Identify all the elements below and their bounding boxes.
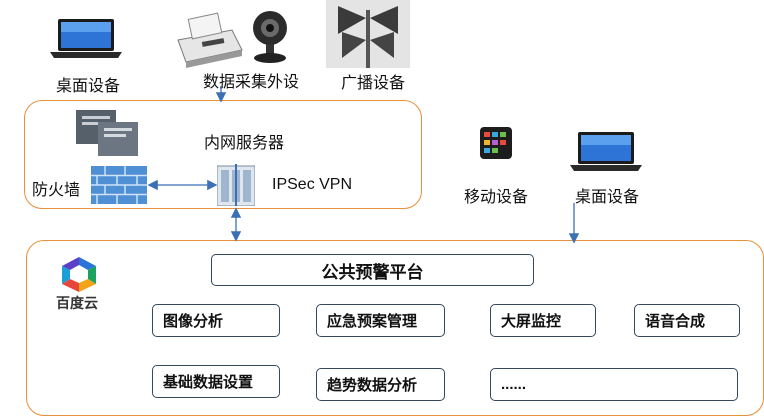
laptop-icon xyxy=(570,132,642,171)
module-label: 趋势数据分析 xyxy=(327,377,418,394)
broadcast-device-label: 广播设备 xyxy=(341,75,406,92)
module-image-analysis: 图像分析 xyxy=(152,304,280,337)
module-label: 语音合成 xyxy=(645,313,706,330)
scanner-icon xyxy=(177,12,243,68)
module-more: ...... xyxy=(490,368,738,401)
desktop-device-label-right: 桌面设备 xyxy=(575,189,640,206)
module-base-data-settings: 基础数据设置 xyxy=(152,365,280,398)
loudspeaker-icon xyxy=(326,0,410,68)
module-label: 应急预案管理 xyxy=(327,313,418,330)
module-speech-synthesis: 语音合成 xyxy=(634,304,740,337)
vpn-device-icon xyxy=(217,164,255,206)
tablet-icon xyxy=(480,127,512,159)
baidu-cloud-logo-text: 百度云 xyxy=(56,295,98,311)
ipsec-vpn-label: IPSec VPN xyxy=(272,176,353,193)
module-label: 图像分析 xyxy=(163,313,224,330)
baidu-cloud-logo xyxy=(62,257,96,292)
firewall-icon xyxy=(91,166,147,204)
firewall-label: 防火墙 xyxy=(32,182,81,199)
module-emergency-plan: 应急预案管理 xyxy=(316,304,445,337)
desktop-device-label-top: 桌面设备 xyxy=(56,78,121,95)
webcam-icon xyxy=(253,11,287,63)
module-label: ...... xyxy=(501,376,527,393)
laptop-icon xyxy=(50,19,122,58)
intranet-server-label: 内网服务器 xyxy=(204,135,285,152)
platform-title: 公共预警平台 xyxy=(211,254,534,286)
platform-title-text: 公共预警平台 xyxy=(321,262,424,282)
data-collection-device-label: 数据采集外设 xyxy=(203,74,300,91)
module-big-screen-monitor: 大屏监控 xyxy=(490,304,596,337)
module-label: 大屏监控 xyxy=(501,313,562,330)
module-label: 基础数据设置 xyxy=(163,374,254,391)
server-icon xyxy=(76,110,138,156)
mobile-device-label: 移动设备 xyxy=(464,189,529,206)
module-trend-analysis: 趋势数据分析 xyxy=(316,368,445,401)
